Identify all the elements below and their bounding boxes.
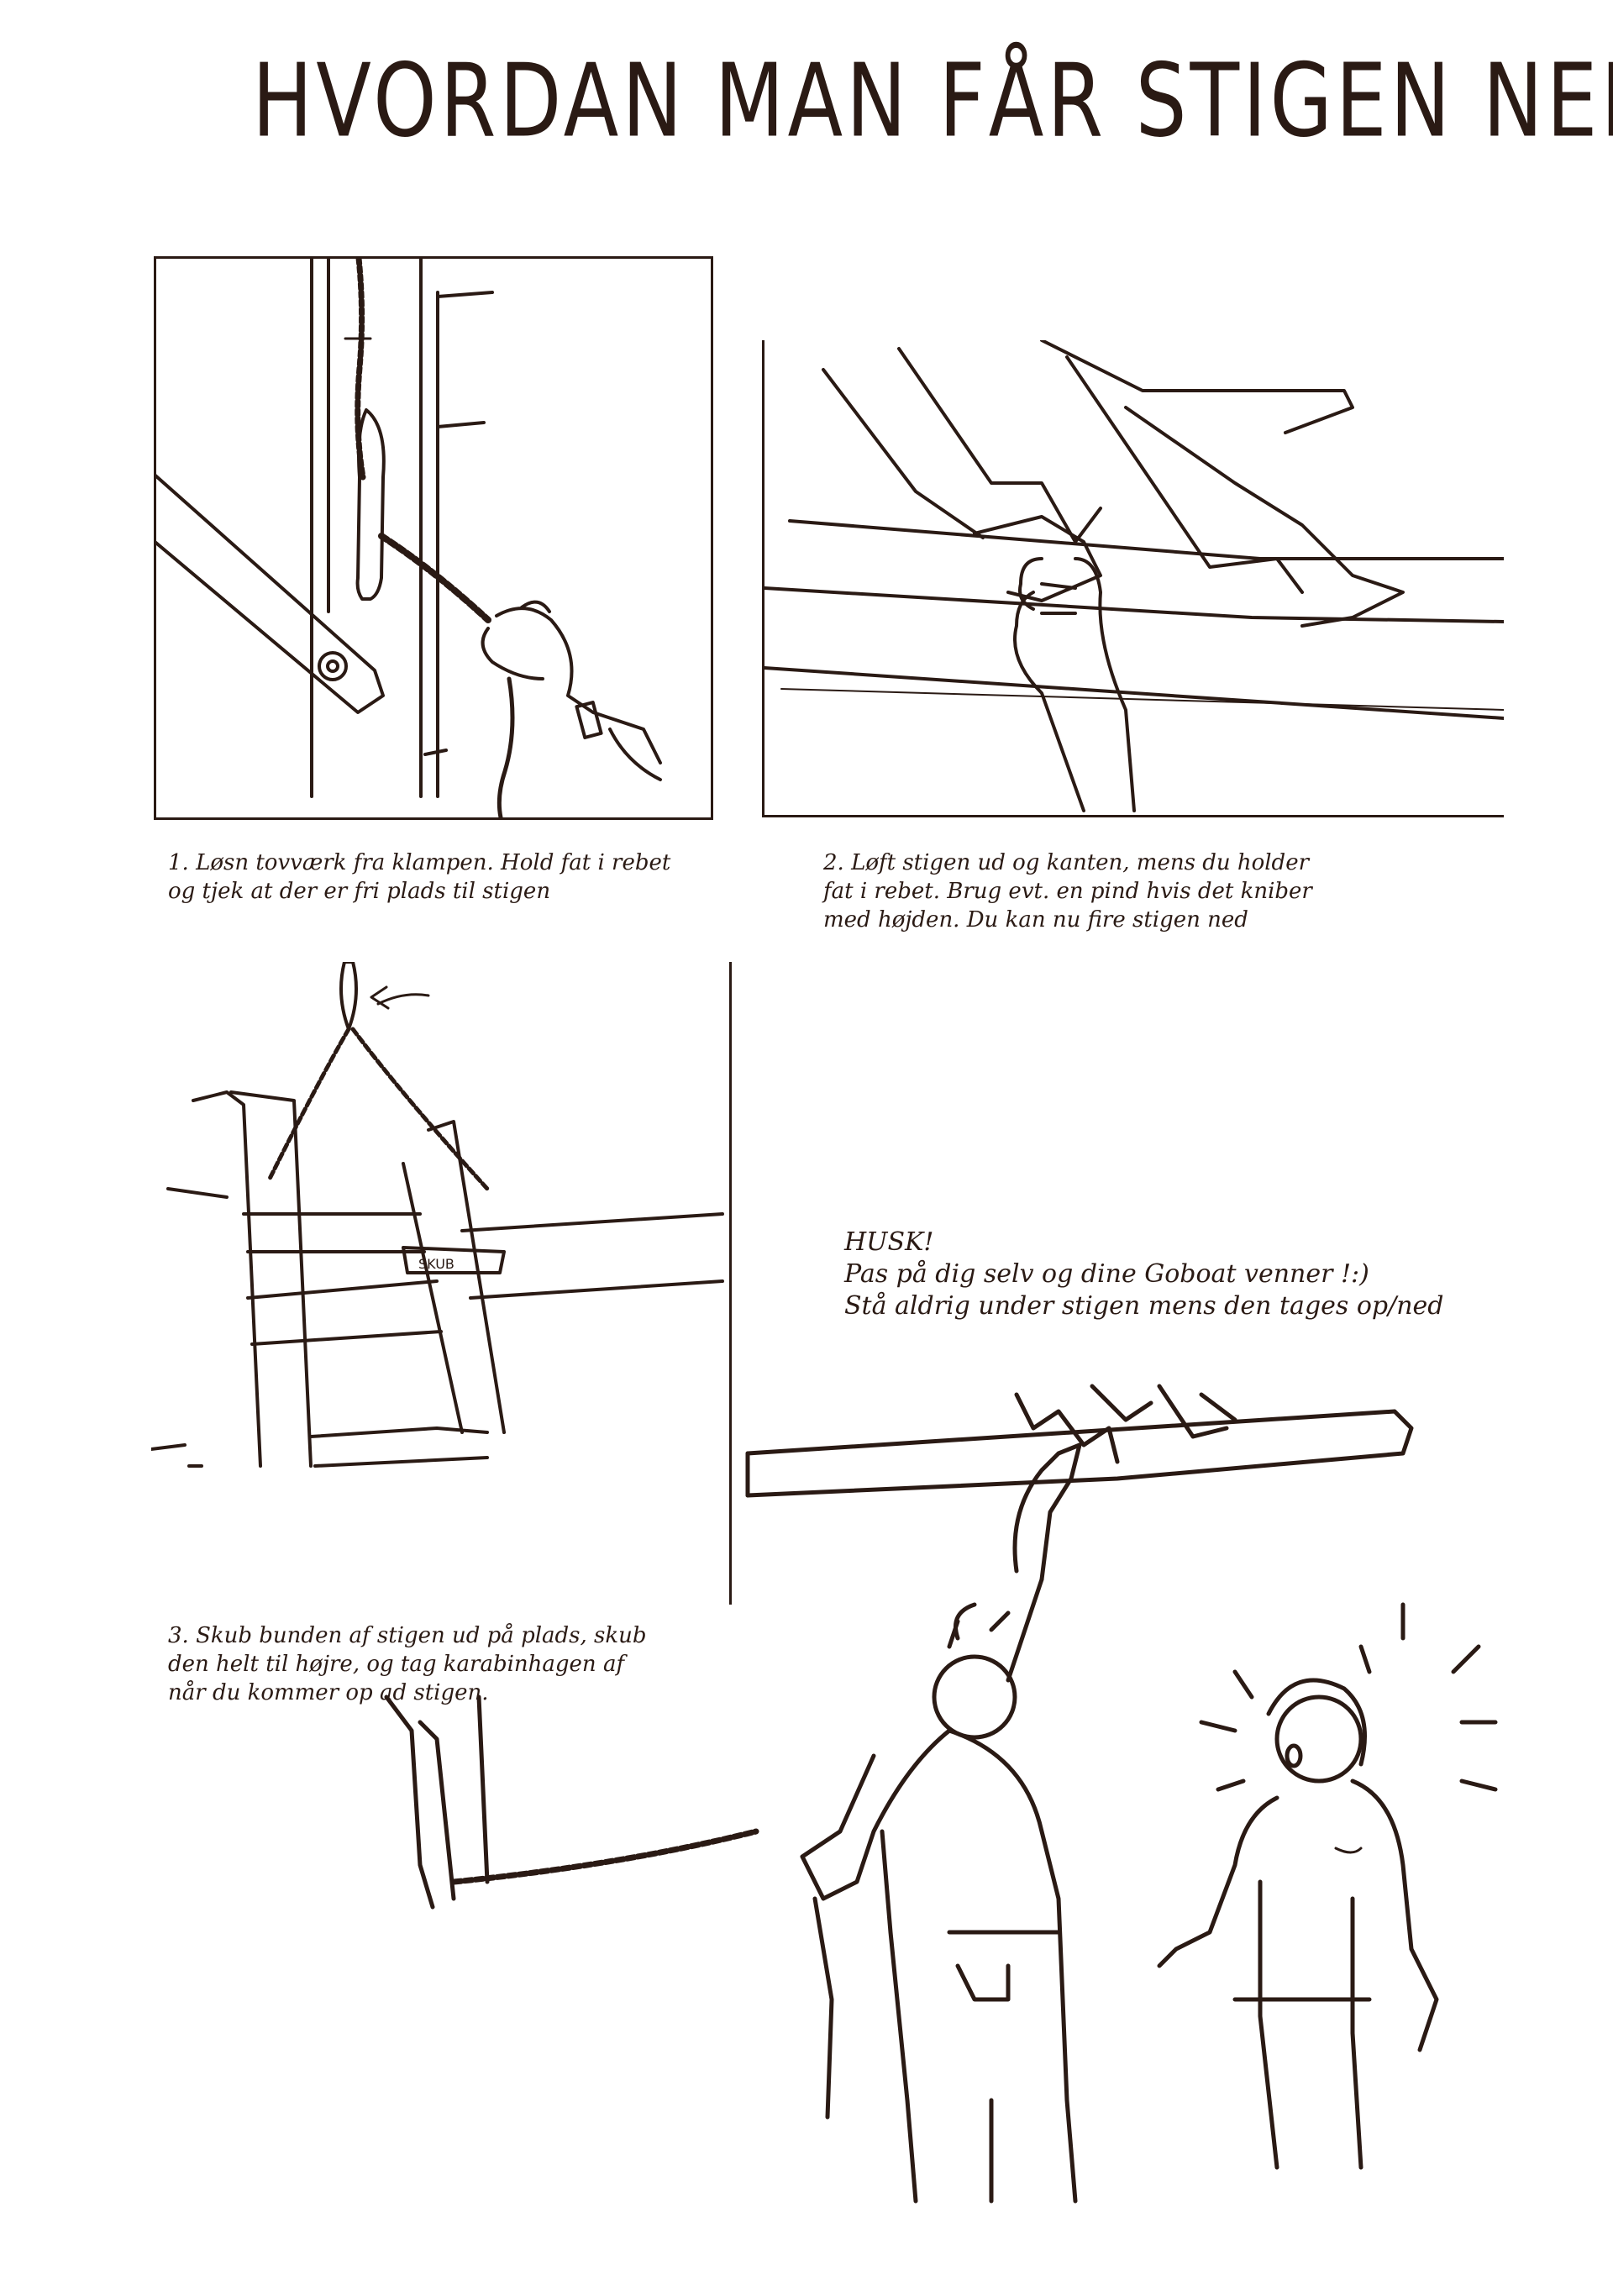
- page-title: HVORDAN MAN FÅR STIGEN NED: [252, 42, 1613, 160]
- reminder-line-2: Stå aldrig under stigen mens den tages o…: [844, 1291, 1444, 1321]
- people-under-ladder-drawing: [384, 1384, 1498, 2204]
- step-2-caption: 2. Løft stigen ud og kanten, mens du hol…: [823, 849, 1512, 934]
- step-3-illustration: SKUB: [151, 962, 732, 1605]
- cleat-rope-drawing: [156, 259, 662, 817]
- step-3-caption: 3. Skub bunden af stigen ud på plads, sk…: [168, 1621, 756, 1707]
- step-2-caption-line-3: med højden. Du kan nu fire stigen ned: [823, 907, 1248, 933]
- step-3-caption-line-1: 3. Skub bunden af stigen ud på plads, sk…: [168, 1623, 647, 1648]
- skub-sign-label: SKUB: [418, 1256, 454, 1272]
- people-scene-illustration: [370, 1361, 1529, 2251]
- step-1-caption-line-2: og tjek at der er fri plads til stigen: [168, 879, 551, 904]
- reminder-note: HUSK! Pas på dig selv og dine Goboat ven…: [844, 1227, 1550, 1322]
- step-1-caption-line-1: 1. Løsn tovværk fra klampen. Hold fat i …: [168, 850, 671, 875]
- step-1-caption: 1. Løsn tovværk fra klampen. Hold fat i …: [168, 849, 756, 906]
- step-3-caption-line-3: når du kommer op ad stigen.: [168, 1680, 489, 1705]
- push-ladder-drawing: SKUB: [151, 962, 724, 1468]
- step-2-illustration: [762, 340, 1504, 817]
- step-1-illustration: [154, 256, 713, 820]
- reminder-heading: HUSK!: [844, 1227, 934, 1257]
- step-2-caption-line-1: 2. Løft stigen ud og kanten, mens du hol…: [823, 850, 1310, 875]
- lift-ladder-drawing: [764, 340, 1504, 812]
- reminder-line-1: Pas på dig selv og dine Goboat venner !:…: [844, 1259, 1369, 1289]
- step-3-caption-line-2: den helt til højre, og tag karabinhagen …: [168, 1652, 625, 1677]
- step-2-caption-line-2: fat i rebet. Brug evt. en pind hvis det …: [823, 879, 1312, 904]
